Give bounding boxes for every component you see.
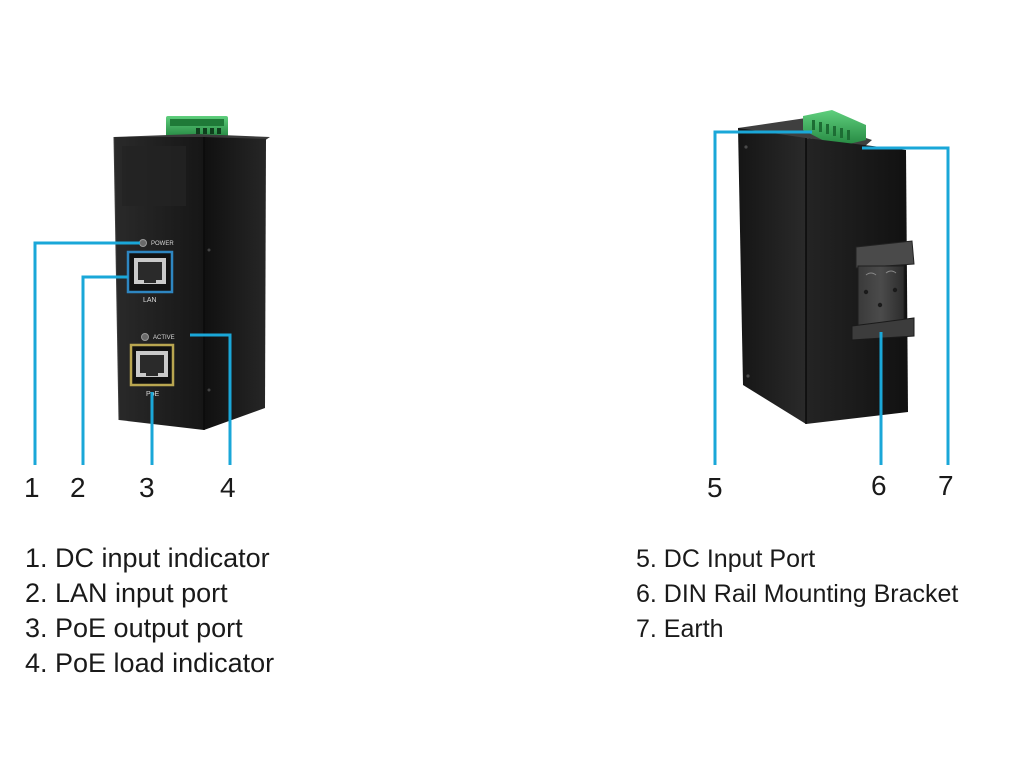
legend-item-1: 1. DC input indicator: [25, 543, 270, 573]
legend-item-6: 6. DIN Rail Mounting Bracket: [636, 580, 959, 608]
callout-number-6: 6: [871, 470, 887, 501]
callout-number-4: 4: [220, 472, 236, 503]
legend-front: 1. DC input indicator 2. LAN input port …: [25, 541, 274, 681]
power-indicator-led: POWER: [139, 239, 174, 247]
callout-number-5: 5: [707, 472, 723, 503]
front-device: POWER LAN ACTIVE PoE: [113, 116, 270, 430]
callout-line-7: [862, 146, 950, 465]
legend-item-3: 3. PoE output port: [25, 613, 243, 643]
legend-item-2: 2. LAN input port: [25, 578, 228, 608]
power-label: POWER: [151, 241, 174, 247]
callout-line-4: [190, 333, 232, 465]
callout-number-3: 3: [139, 472, 155, 503]
callout-line-1: [33, 241, 140, 465]
rear-terminal-block: [803, 110, 866, 147]
legend-rear: 5. DC Input Port 6. DIN Rail Mounting Br…: [636, 542, 958, 647]
rear-device: [738, 110, 915, 424]
legend-item-7: 7. Earth: [636, 615, 724, 643]
callout-number-2: 2: [70, 472, 86, 503]
legend-item-5: 5. DC Input Port: [636, 545, 816, 573]
callout-number-1: 1: [24, 472, 40, 503]
callout-line-5: [713, 130, 812, 465]
callout-number-7: 7: [938, 470, 954, 501]
callout-lines: [33, 130, 950, 465]
front-terminal-block: [166, 116, 228, 138]
callout-line-2: [81, 275, 128, 465]
legend-item-4: 4. PoE load indicator: [25, 648, 275, 678]
lan-label: LAN: [143, 297, 157, 304]
active-indicator-led: ACTIVE: [141, 333, 175, 341]
lan-port: LAN: [126, 250, 174, 304]
callout-numbers: 1 2 3 4 5 6 7: [24, 470, 954, 503]
din-rail-bracket: [851, 240, 915, 341]
active-label: ACTIVE: [153, 335, 175, 341]
